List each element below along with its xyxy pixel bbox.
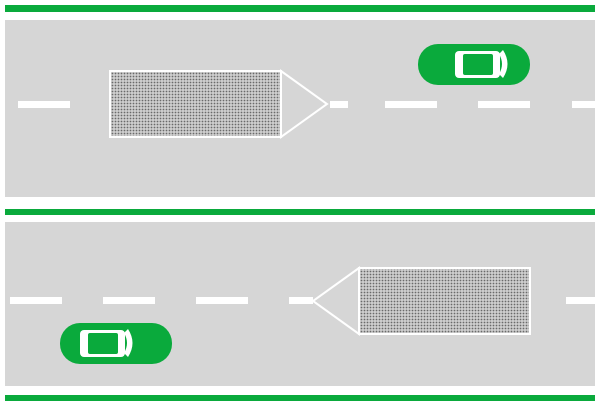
lower-road-bottom-edge (5, 395, 595, 401)
lane-dash (289, 297, 313, 304)
lower-road-panel (5, 222, 595, 401)
lane-dash (385, 101, 437, 108)
truck-trailer (110, 71, 281, 137)
truck-icon (110, 71, 327, 137)
lane-dash (10, 297, 62, 304)
upper-road-top-edge (5, 5, 595, 12)
lane-dash (566, 297, 595, 304)
truck-trailer (359, 268, 530, 334)
car-roof (463, 54, 493, 75)
car-roof (88, 333, 118, 354)
upper-road-bottom-edge (5, 209, 595, 215)
lane-dash (478, 101, 530, 108)
car-icon (60, 323, 172, 364)
lane-dash (18, 101, 70, 108)
truck-icon (313, 268, 530, 334)
upper-road-panel (5, 5, 595, 215)
lane-dash (330, 101, 348, 108)
lane-dash (103, 297, 155, 304)
lane-dash (572, 101, 595, 108)
lane-dash (196, 297, 248, 304)
car-icon (418, 44, 530, 85)
